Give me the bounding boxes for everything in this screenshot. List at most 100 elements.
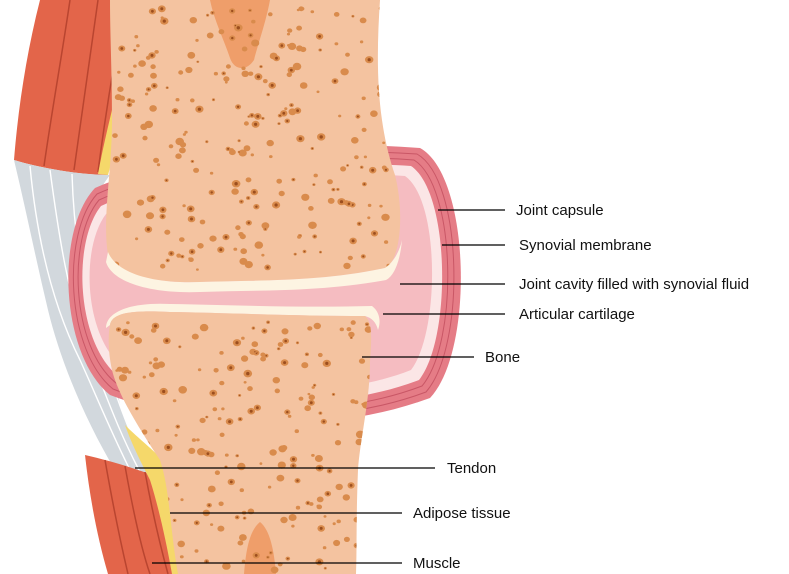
label-tendon: Tendon [447,460,496,477]
bone-pore-core [239,395,240,396]
bone-pore-core [189,207,192,210]
bone-pore [153,158,159,163]
bone-pore-core [253,327,254,328]
bone-pore [183,133,186,136]
bone-pore [190,98,195,102]
bone-pore-core [260,66,261,67]
bone-pore [317,497,324,503]
bone-pore [188,448,195,454]
bone-pore [140,124,147,130]
bone-pore [134,35,138,38]
bone-pore [380,91,385,96]
bone-pore [351,320,356,325]
bone-pore-core [254,123,257,126]
bone-pore [360,40,363,43]
bone-pore [296,26,302,31]
bone-pore-core [278,348,279,349]
bone-pore [209,236,216,242]
bone-pore-core [323,420,325,422]
bone-pore-core [284,340,287,343]
bone-pore-core [333,189,335,191]
bone-pore [192,438,196,442]
bone-pore-core [257,75,260,78]
bone-pore-core [263,330,265,332]
bone-pore-core [118,329,120,331]
bone-pore [280,517,287,523]
bone-pore-core [167,260,169,262]
bone-pore [260,353,265,357]
bone-pore-core [296,109,299,112]
bone-pore-core [174,520,175,521]
bone-pore-core [366,324,368,326]
bone-pore-core [314,385,315,386]
bone-pore-core [320,49,321,50]
bone-pore-core [162,390,165,393]
bone-pore-core [248,222,250,224]
bone-pore [214,368,219,373]
bone-pore-core [368,58,371,61]
bone-pore-core [163,20,166,23]
bone-pore [180,498,183,501]
bone-pore [254,241,263,248]
bone-pore-core [310,401,313,404]
bone-pore-core [379,86,382,89]
bone-pore [149,361,152,364]
bone-pore-core [160,7,163,10]
bone-pore [219,351,223,355]
bone-pore [278,342,284,347]
bone-pore [296,45,303,51]
bone-pore-core [329,470,331,472]
bone-pore [175,153,181,159]
bone-pore [251,40,259,47]
bone-pore [177,541,185,548]
bone-pore [382,142,385,145]
bone-pore [293,63,302,71]
bone-pore-core [196,522,198,524]
bone-pore [119,374,127,381]
bone-pore-core [314,236,316,238]
bone-pore [251,153,254,156]
bone-pore-core [161,215,163,217]
bone-pore [169,144,174,148]
bone-pore [271,567,279,574]
label-synovial-membrane: Synovial membrane [519,237,652,254]
bone-pore-core [235,341,238,344]
bone-pore [129,334,134,338]
bone-pore-core [176,484,178,486]
bone-pore [238,232,243,237]
bone-pore-core [307,502,309,504]
bone-pore-core [358,223,360,225]
bone-pore [388,128,391,131]
bone-pore-core [320,527,323,530]
bone-pore [348,256,353,260]
bone-pore [311,454,315,457]
bone-pore-core [333,394,334,395]
bone-pore [198,368,201,371]
bone-pore-core [275,203,278,206]
bone-pore [299,397,304,401]
bone-pore-core [388,103,391,106]
bone-pore [381,214,389,221]
bone-pore [136,44,140,47]
bone-pore-core [246,372,249,375]
bone-pore-core [373,232,376,235]
bone-pore-core [177,426,179,428]
bone-pore [153,362,161,369]
bone-pore-core [122,154,125,157]
bone-pore-core [363,183,365,185]
upper-bone [106,0,400,282]
bone-pore [363,482,369,488]
bone-pore [188,257,193,262]
bone-pore-core [148,88,150,90]
bone-pore [176,254,181,258]
bone-pore [309,395,315,401]
bone-pore-core [248,116,249,117]
bone-pore [338,115,341,118]
bone-pore [117,367,123,372]
bone-pore [363,449,368,453]
bone-pore [145,93,148,96]
bone-pore [379,7,384,11]
bone-pore [247,386,253,391]
bone-pore [275,389,280,394]
bone-pore-core [271,84,274,87]
